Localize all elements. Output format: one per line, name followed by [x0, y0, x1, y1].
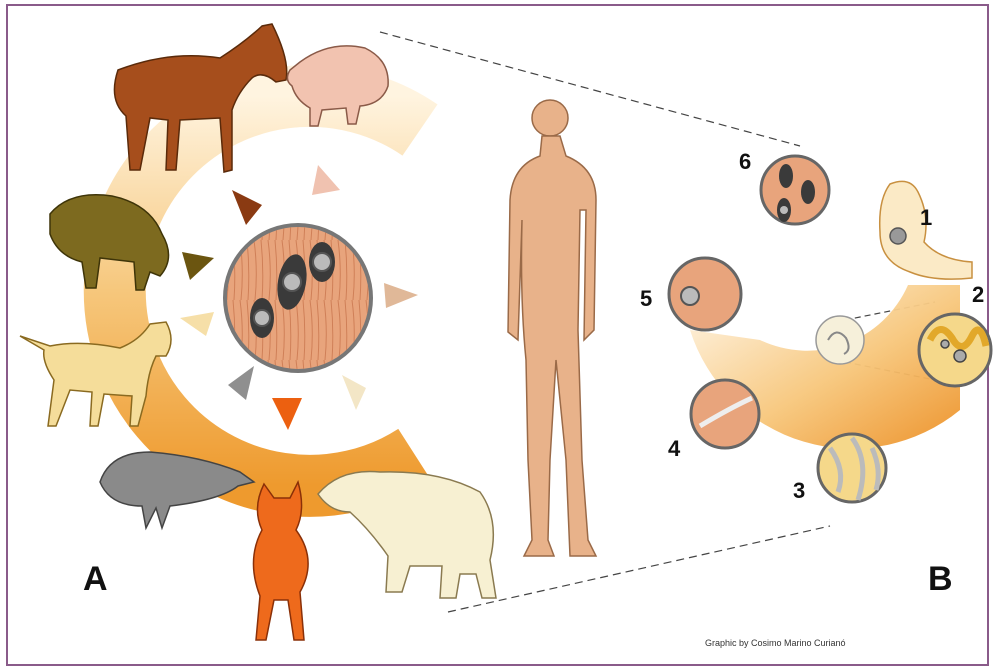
- fox-icon: [253, 482, 308, 640]
- panel-a-label: A: [83, 560, 108, 599]
- panel-b-label: B: [928, 560, 953, 599]
- intestine-circle: [919, 314, 991, 386]
- blood-vessel-circle: [691, 380, 759, 448]
- stage-4-label: 4: [668, 436, 680, 462]
- stage-3-label: 3: [793, 478, 805, 504]
- muscle-larva-circle: [669, 258, 741, 330]
- encysted-larva-circle: [761, 156, 829, 224]
- polar-bear-icon: [318, 471, 496, 598]
- credit-text: Graphic by Cosimo Marino Curianó: [705, 638, 846, 648]
- stage-1-label: 1: [920, 205, 932, 231]
- human-figure: [508, 100, 596, 556]
- intestinal-wall-circle: [818, 434, 886, 502]
- larva-detail-circle: [816, 316, 864, 364]
- stage-2-label: 2: [972, 282, 984, 308]
- stage-5-label: 5: [640, 286, 652, 312]
- stage-6-label: 6: [739, 149, 751, 175]
- infected-muscle-circle: [225, 225, 371, 371]
